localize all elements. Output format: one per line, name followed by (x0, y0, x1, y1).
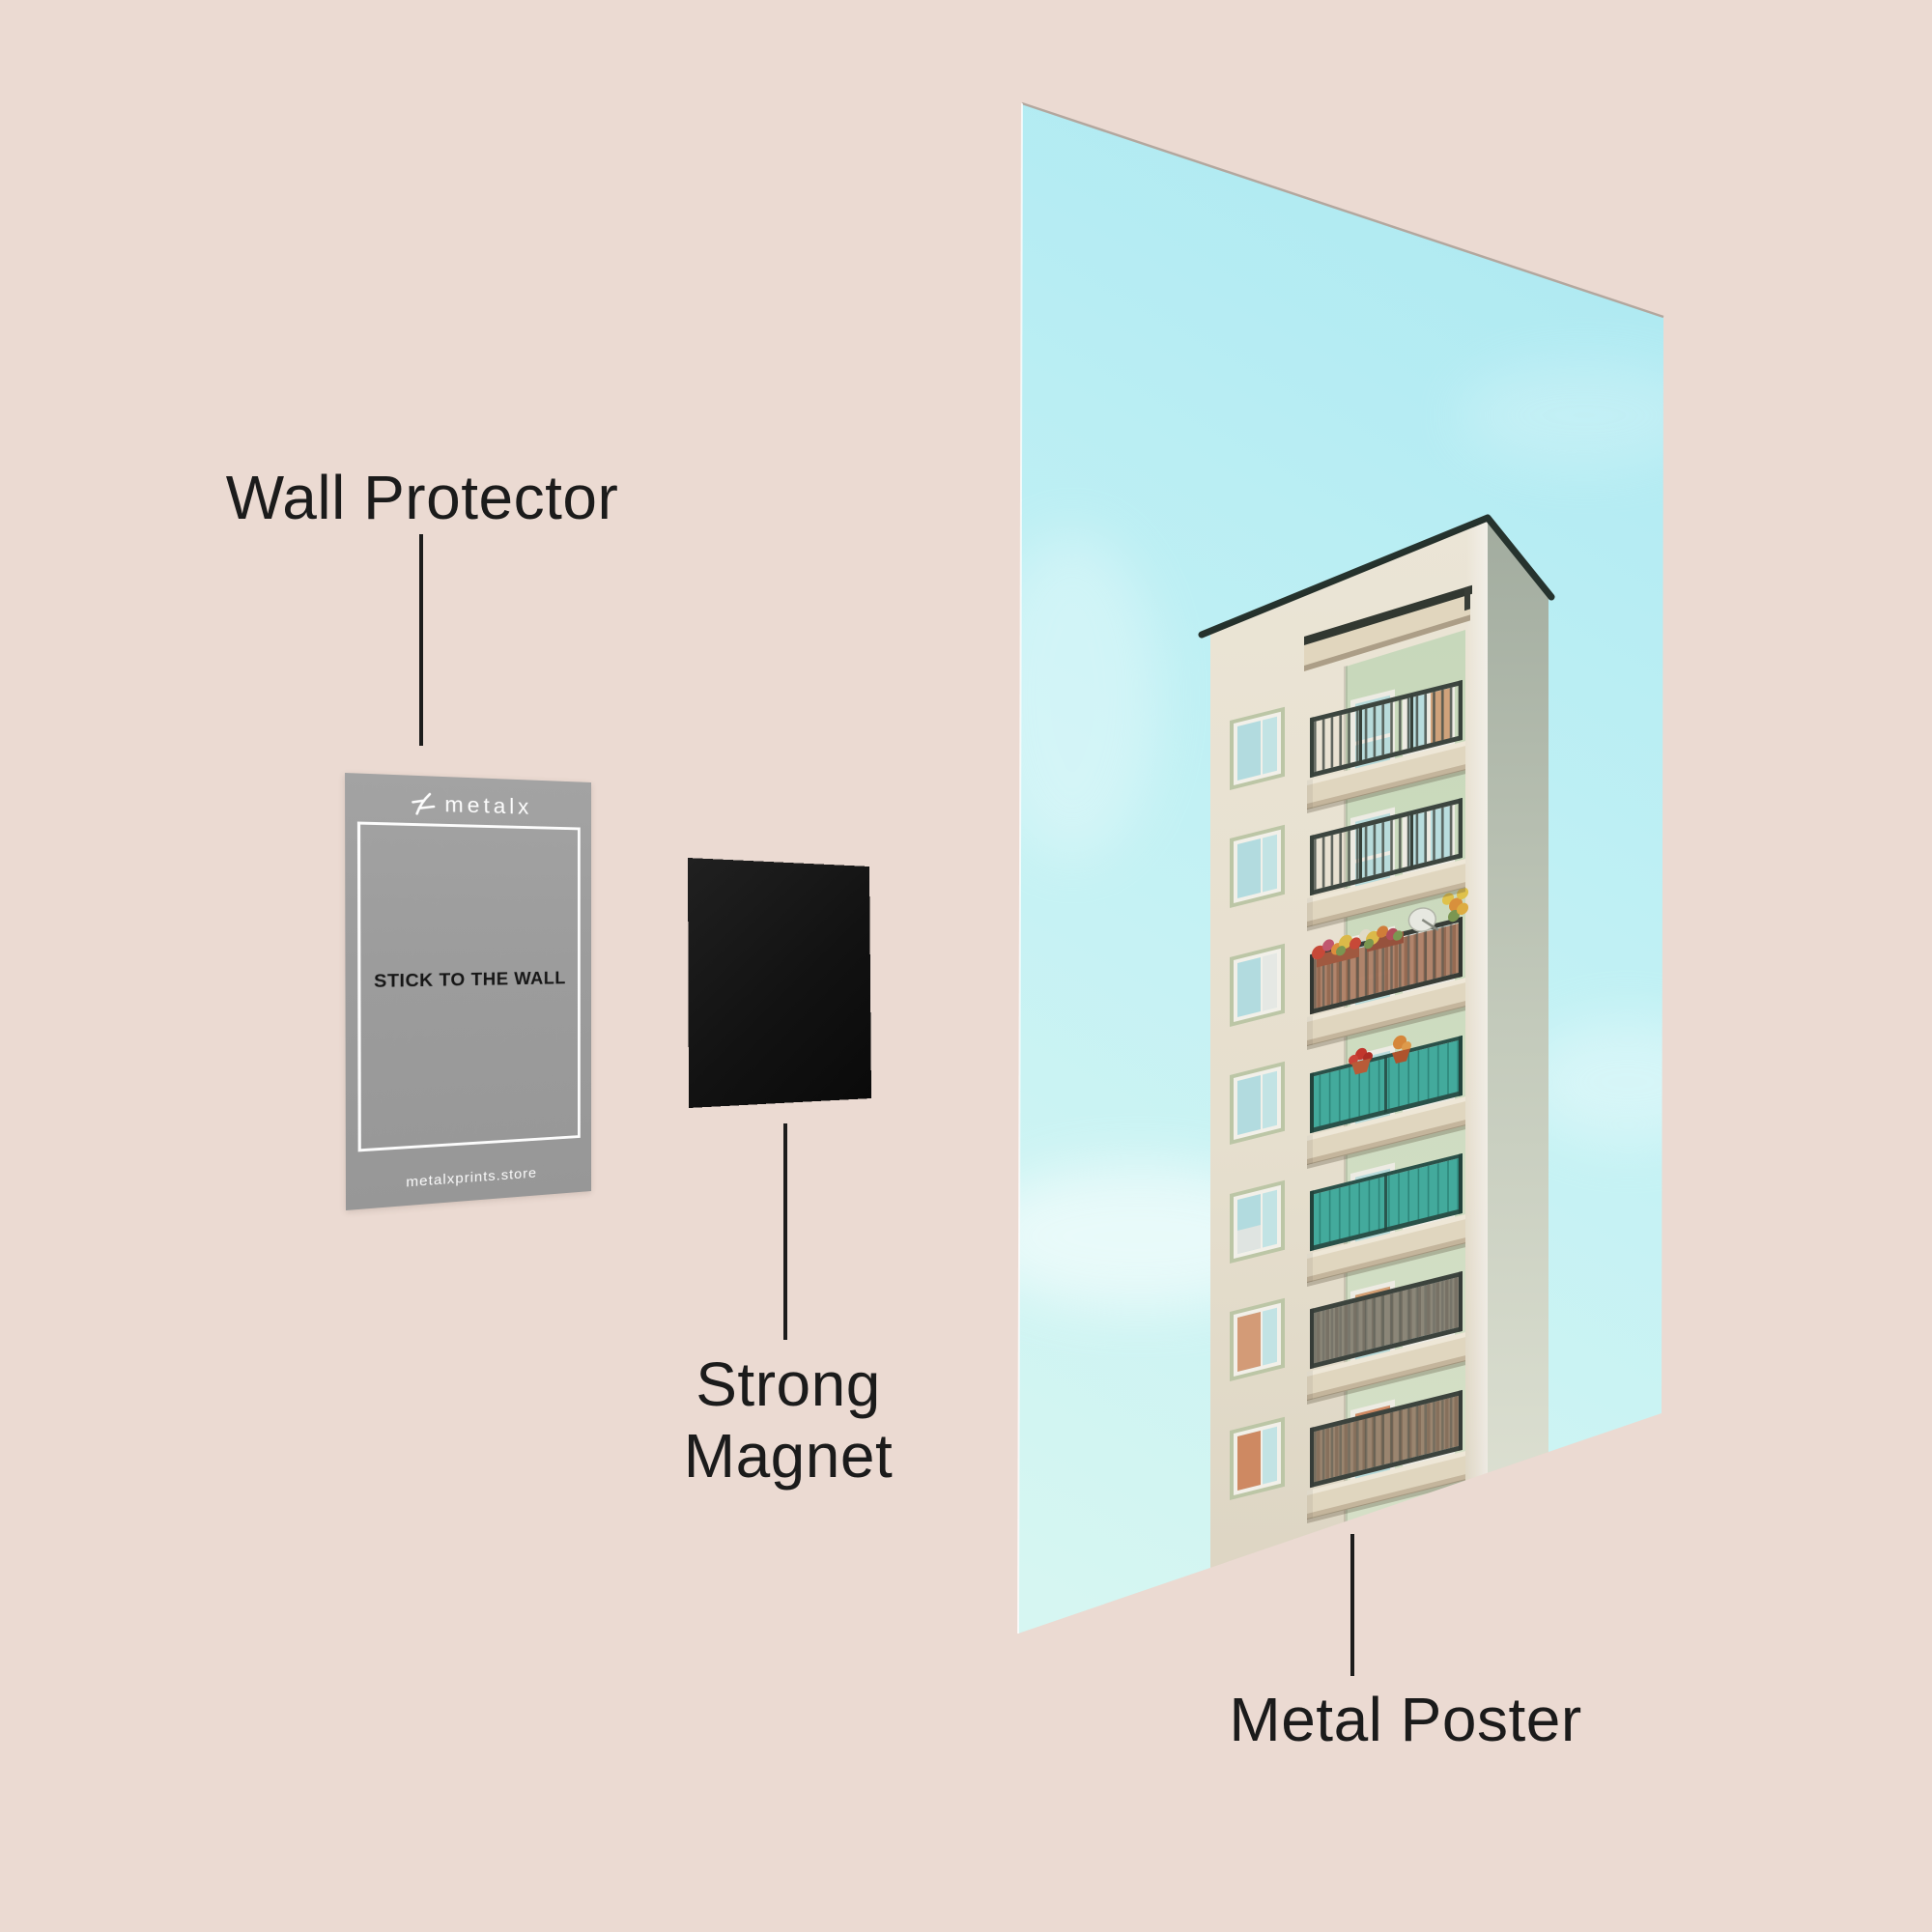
card-logo-row: metalx (345, 786, 591, 822)
building-photo (1018, 103, 1663, 1634)
cloud (1459, 362, 1663, 469)
building (1198, 514, 1555, 1634)
magnet-square (688, 858, 872, 1109)
poster-left-edge (1017, 102, 1023, 1634)
card-website: metalxprints.store (406, 1165, 537, 1191)
wall-protector-leader-line (419, 534, 423, 746)
strong-magnet-label-line2: Magnet (683, 1421, 894, 1492)
poster-top-edge (1021, 101, 1664, 319)
wall-protector-label: Wall Protector (225, 463, 619, 532)
cloud (1521, 1019, 1663, 1145)
strong-magnet-leader-line (783, 1123, 787, 1340)
building-side-face (1488, 519, 1548, 1634)
card-brand-name: metalx (444, 791, 533, 819)
metal-poster-leader-line (1350, 1534, 1354, 1676)
strong-magnet-label: Strong Magnet (684, 1349, 893, 1492)
wall-protector-card: metalx STICK TO THE WALL metalxprints.st… (345, 773, 592, 1211)
facade-shading (1210, 519, 1488, 1634)
metal-poster-label: Metal Poster (1229, 1685, 1582, 1754)
metalx-logo-icon (411, 789, 437, 816)
cloud (1018, 531, 1159, 860)
strong-magnet-label-line1: Strong (696, 1350, 881, 1419)
